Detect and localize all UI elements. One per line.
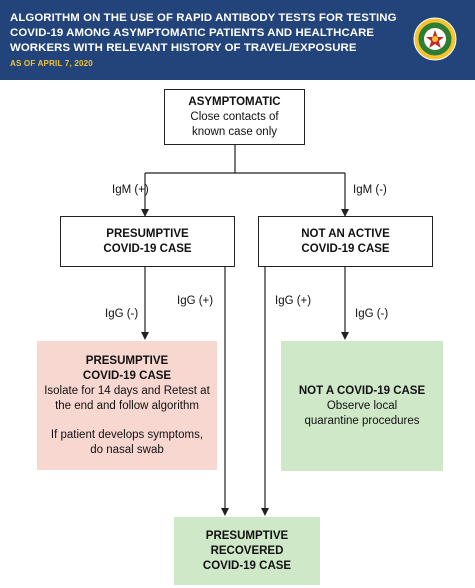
presumptive-detail-text2: the end and follow algorithm [55, 399, 199, 412]
recovered-line1: PRESUMPTIVE [205, 529, 289, 542]
presumptive-detail-line1: PRESUMPTIVE [85, 354, 169, 367]
edge-label-igm-neg: IgM (-) [353, 184, 387, 196]
edge-label-igg-neg-left: IgG (-) [105, 308, 139, 320]
presumptive-detail-node: PRESUMPTIVE COVID-19 CASE Isolate for 14… [37, 341, 217, 470]
presumptive-case-line1: PRESUMPTIVE [106, 227, 189, 240]
presumptive-detail-text3: If patient develops symptoms, [50, 428, 204, 441]
not-covid-text2: quarantine procedures [304, 414, 420, 427]
recovered-node: PRESUMPTIVE RECOVERED COVID-19 CASE [174, 517, 320, 585]
flowchart: ASYMPTOMATIC Close contacts of known cas… [0, 80, 475, 588]
recovered-line3: COVID-19 CASE [202, 559, 292, 572]
presumptive-detail-text1: Isolate for 14 days and Retest at [44, 384, 210, 397]
presumptive-case-node: PRESUMPTIVE COVID-19 CASE [60, 216, 235, 267]
not-active-node: NOT AN ACTIVE COVID-19 CASE [258, 216, 433, 267]
header-banner: ALGORITHM ON THE USE OF RAPID ANTIBODY T… [0, 0, 475, 80]
edge-label-igg-pos-left: IgG (+) [177, 295, 214, 307]
department-of-health-seal-icon [413, 17, 457, 61]
not-covid-text1: Observe local [326, 399, 398, 412]
edge-label-igg-pos-right: IgG (+) [275, 295, 312, 307]
presumptive-detail-text4: do nasal swab [90, 443, 164, 456]
asymptomatic-line2: known case only [191, 125, 278, 138]
presumptive-detail-line2: COVID-19 CASE [82, 369, 172, 382]
page-title: ALGORITHM ON THE USE OF RAPID ANTIBODY T… [10, 12, 397, 54]
recovered-line2: RECOVERED [210, 544, 284, 557]
edge-label-igg-neg-right: IgG (-) [355, 308, 389, 320]
not-active-line2: COVID-19 CASE [301, 242, 390, 255]
not-covid-node: NOT A COVID-19 CASE Observe local quaran… [281, 341, 443, 471]
presumptive-case-line2: COVID-19 CASE [103, 242, 192, 255]
connector-lines [141, 145, 349, 516]
not-covid-title: NOT A COVID-19 CASE [298, 384, 426, 397]
asymptomatic-line1: Close contacts of [190, 110, 279, 123]
asymptomatic-title: ASYMPTOMATIC [188, 95, 281, 108]
asymptomatic-node: ASYMPTOMATIC Close contacts of known cas… [164, 89, 305, 145]
edge-label-igm-pos: IgM (+) [112, 184, 149, 196]
date-label: AS OF APRIL 7, 2020 [10, 59, 93, 68]
not-active-line1: NOT AN ACTIVE [301, 227, 390, 240]
